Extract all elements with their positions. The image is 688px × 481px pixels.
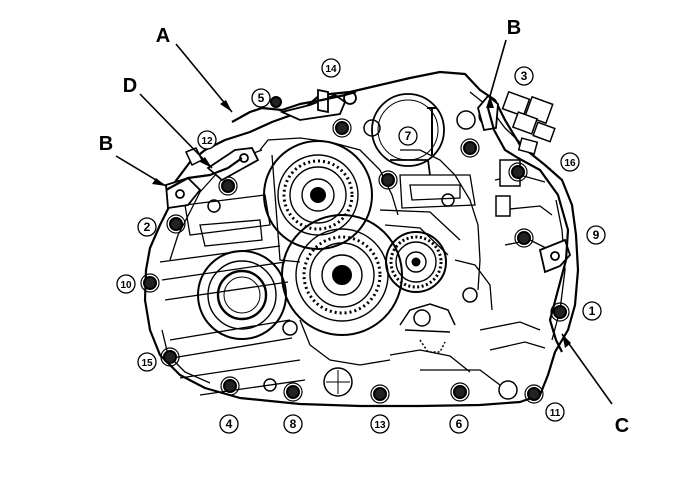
bolt-label-15: 15 bbox=[141, 358, 153, 369]
bolt-label-9: 9 bbox=[593, 228, 600, 242]
bolt-label-10: 10 bbox=[120, 280, 132, 291]
bolt-label-3: 3 bbox=[521, 69, 528, 83]
callout-a: A bbox=[156, 25, 170, 47]
leader-A bbox=[175, 43, 233, 113]
differential-bore bbox=[197, 250, 287, 340]
bolt-label-8: 8 bbox=[290, 417, 297, 431]
bolt-9 bbox=[517, 231, 531, 245]
secondary-gear bbox=[385, 231, 447, 293]
countershaft-gear bbox=[281, 214, 403, 336]
harness-lines bbox=[165, 90, 570, 353]
bolt-extra-a bbox=[381, 173, 395, 187]
bolt-10 bbox=[143, 276, 157, 290]
arrow-B-right bbox=[486, 96, 494, 108]
bolt-label-7: 7 bbox=[405, 129, 412, 143]
bolt-5 bbox=[270, 96, 282, 108]
bolt-extra-b bbox=[463, 141, 477, 155]
bracket-a bbox=[279, 88, 357, 121]
callout-d: D bbox=[123, 75, 137, 97]
leader-C bbox=[561, 333, 613, 405]
bolt-number-circles bbox=[116, 58, 606, 434]
bolt-label-14: 14 bbox=[325, 64, 337, 75]
harness-top bbox=[231, 90, 357, 123]
leader-lines bbox=[115, 39, 613, 405]
mainshaft-gear bbox=[263, 140, 373, 250]
bolt-label-5: 5 bbox=[258, 91, 265, 105]
bolt-16 bbox=[511, 165, 525, 179]
callout-letters: A B B C D bbox=[99, 17, 629, 437]
bolt-11 bbox=[527, 387, 541, 401]
bolt-4 bbox=[223, 379, 237, 393]
filter-housing bbox=[371, 93, 445, 176]
bolt-12 bbox=[221, 179, 235, 193]
bolt-13 bbox=[373, 387, 387, 401]
bolt-label-4: 4 bbox=[226, 417, 233, 431]
bolt-rings bbox=[140, 106, 570, 404]
lower-cover bbox=[323, 367, 353, 397]
bolt-number-labels: 1 2 3 4 5 6 7 8 9 10 11 12 13 14 15 16 bbox=[120, 64, 599, 431]
bolt-2 bbox=[169, 217, 183, 231]
case-holes bbox=[207, 110, 518, 400]
case-outline bbox=[143, 70, 580, 408]
callout-b-left: B bbox=[99, 133, 113, 155]
arrow-A bbox=[220, 100, 232, 112]
bolt-label-12: 12 bbox=[201, 136, 213, 147]
bracket-right-b bbox=[477, 94, 499, 132]
harness-left bbox=[165, 157, 243, 191]
bolt-label-11: 11 bbox=[550, 408, 561, 419]
park-pawl-sector bbox=[399, 303, 456, 353]
bolt-6 bbox=[453, 385, 467, 399]
connector-housing bbox=[495, 90, 556, 217]
bolt-label-1: 1 bbox=[589, 304, 596, 318]
callout-b-right: B bbox=[507, 17, 521, 39]
bolt-label-2: 2 bbox=[144, 220, 151, 234]
arrow-D bbox=[200, 157, 212, 168]
leader-D bbox=[139, 93, 213, 169]
harness-right bbox=[486, 107, 570, 353]
arrow-B-left bbox=[152, 178, 166, 186]
bolt-15 bbox=[163, 350, 177, 364]
bracket-c bbox=[538, 238, 572, 274]
leader-B-right bbox=[489, 39, 507, 97]
bolt-1 bbox=[553, 305, 567, 319]
arrowheads bbox=[152, 96, 571, 348]
bolt-14 bbox=[335, 121, 349, 135]
bolt-label-13: 13 bbox=[374, 420, 386, 431]
bolt-label-16: 16 bbox=[564, 158, 576, 169]
bolt-8 bbox=[286, 385, 300, 399]
arrow-C bbox=[562, 334, 571, 348]
bolt-label-6: 6 bbox=[456, 417, 463, 431]
callout-c: C bbox=[615, 415, 629, 437]
